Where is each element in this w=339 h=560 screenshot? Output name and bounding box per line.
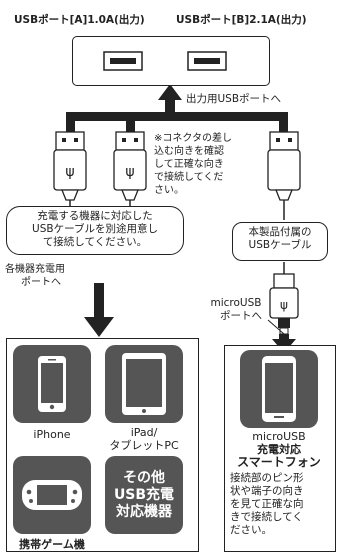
iphone-label: iPhone xyxy=(33,428,71,441)
micro-usb-connector-icon: ψ xyxy=(269,273,299,335)
connector-note: ※コネクタの差し 込む向きを確認 して正確な向き で接続してくだ さい。 xyxy=(154,133,232,196)
micro-usb-port-label: microUSB ポートへ xyxy=(210,297,263,322)
port-a-label: USBポート[A]1.0A(出力) xyxy=(14,14,145,26)
iphone-icon xyxy=(38,356,66,412)
usb-connector-3-icon xyxy=(267,131,301,201)
ipad-tile xyxy=(105,345,183,423)
down-arrow-left-icon xyxy=(84,317,114,337)
ipad-label: iPad/ タブレットPC xyxy=(109,426,179,452)
output-port-label: 出力用USBポートへ xyxy=(186,93,282,105)
smartphone-note: 接続部のピン形 状や端子の向き を見て正確な向 きで接続してく ださい。 xyxy=(230,472,304,536)
right-cable-callout: 本製品付属の USBケーブル xyxy=(232,222,328,261)
game-tile xyxy=(13,456,91,534)
smartphone-title: microUSB 充電対応 スマートフォン xyxy=(237,430,321,469)
up-arrow-icon xyxy=(158,84,182,112)
battery-hub xyxy=(72,36,270,86)
usb-connector-1-icon: ψ xyxy=(53,131,87,201)
game-label: 携帯ゲーム機 xyxy=(19,538,85,551)
left-cable-callout: 充電する機器に対応した USBケーブルを別途用意し て接続してください。 xyxy=(6,206,184,255)
ipad-icon xyxy=(122,353,166,415)
other-devices-tile: その他 USB充電 対応機器 xyxy=(105,456,183,534)
svg-text:ψ: ψ xyxy=(65,164,74,180)
handheld-game-icon xyxy=(22,480,82,510)
svg-text:ψ: ψ xyxy=(280,298,288,312)
smartphone-tile xyxy=(240,350,318,428)
usb-connector-2-icon: ψ xyxy=(113,131,147,201)
iphone-tile xyxy=(13,345,91,423)
port-b-label: USBポート[B]2.1A(出力) xyxy=(176,14,307,26)
device-port-label: 各機器充電用 ポートへ xyxy=(5,264,65,288)
svg-text:ψ: ψ xyxy=(125,164,134,180)
smartphone-icon xyxy=(262,356,296,422)
